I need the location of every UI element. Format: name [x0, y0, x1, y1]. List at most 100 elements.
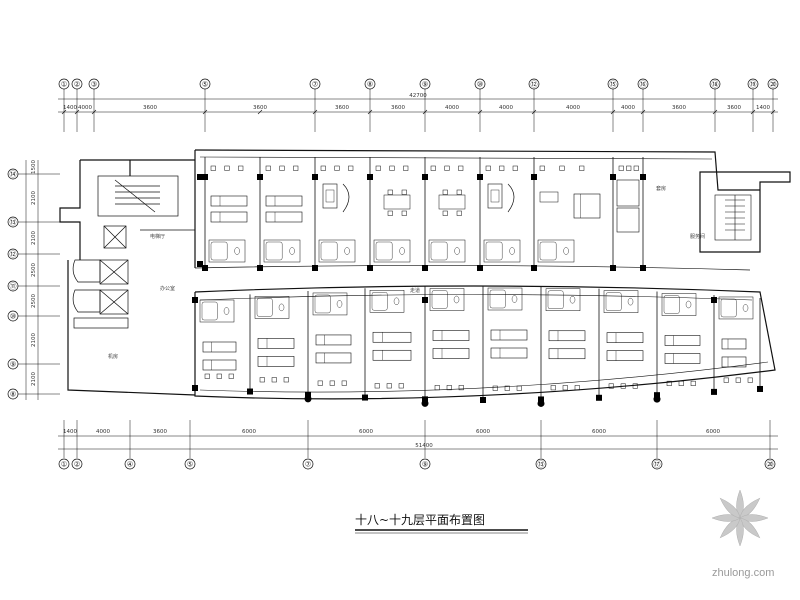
- axis-label-left: ⑬: [10, 219, 17, 227]
- dim-label-top: 1400: [756, 105, 770, 111]
- structural-column: [422, 265, 428, 271]
- drawing-title: 十八~十九层平面布置图: [355, 513, 485, 527]
- dim-label-top: 4000: [78, 105, 92, 111]
- dim-label-left: 2500: [31, 294, 37, 308]
- dim-label-bottom: 6000: [706, 429, 720, 435]
- structural-column: [757, 385, 763, 392]
- dim-label-top: 3600: [335, 105, 349, 111]
- dim-label-left: 2500: [31, 263, 37, 277]
- structural-column: [610, 265, 616, 271]
- watermark-logo: [711, 489, 769, 547]
- round-column: [537, 399, 545, 407]
- dim-label-bottom: 6000: [359, 429, 373, 435]
- structural-column: [202, 265, 208, 271]
- dim-total-bottom: 51400: [415, 443, 433, 449]
- dim-label-top: 4000: [566, 105, 580, 111]
- round-column: [653, 395, 661, 403]
- dim-label-left: 2100: [31, 372, 37, 386]
- axis-label-bottom: ④: [127, 461, 133, 469]
- machine-label: 机房: [108, 353, 118, 360]
- axis-label-left: ⑩: [10, 313, 16, 321]
- structural-column: [531, 265, 537, 271]
- dim-label-top: 3600: [143, 105, 157, 111]
- dim-label-top: 4000: [621, 105, 635, 111]
- lift-lobby-label: 电梯厅: [150, 233, 165, 240]
- axis-bubble-bottom: [651, 458, 663, 470]
- dim-label-bottom: 1400: [63, 429, 77, 435]
- dim-label-bottom: 3600: [153, 429, 167, 435]
- structural-column: [305, 391, 311, 398]
- axis-label-top: ⑱: [712, 81, 719, 89]
- structural-column: [257, 265, 263, 271]
- corridor-label: 走道: [410, 287, 420, 294]
- round-column: [304, 395, 312, 403]
- structural-column: [312, 174, 318, 180]
- structural-column: [422, 396, 428, 403]
- dim-label-left: 2100: [31, 191, 37, 205]
- axis-label-top: ③: [91, 81, 97, 89]
- axis-label-top: ⑲: [750, 81, 757, 89]
- lower-guest-rooms: [192, 286, 763, 407]
- structural-column: [422, 174, 428, 180]
- axis-label-bottom: ⑤: [187, 461, 193, 469]
- axis-label-top: ⑧: [367, 81, 373, 89]
- structural-column: [367, 265, 373, 271]
- stair-core-right: [714, 194, 752, 241]
- stair-core-left: [72, 175, 195, 329]
- structural-column: [197, 261, 203, 267]
- structural-column: [531, 174, 537, 180]
- axis-label-left: ⑪: [10, 283, 17, 291]
- axis-label-top: ⑯: [640, 81, 647, 89]
- building-outline: [59, 149, 791, 400]
- suite-label: 套房: [656, 185, 666, 192]
- dim-label-bottom: 6000: [242, 429, 256, 435]
- round-column: [421, 399, 429, 407]
- axis-bubble-bottom: [419, 458, 431, 470]
- dim-total-top: 42700: [409, 93, 427, 99]
- dim-label-top: 3600: [672, 105, 686, 111]
- structural-column: [477, 265, 483, 271]
- structural-column: [538, 396, 544, 403]
- structural-column: [711, 297, 717, 303]
- axis-label-left: ⑨: [10, 361, 16, 369]
- axis-bubble-bottom: [71, 458, 83, 470]
- axis-label-bottom: ②: [74, 461, 80, 469]
- dim-label-bottom: 4000: [96, 429, 110, 435]
- structural-column: [596, 394, 602, 401]
- structural-column: [711, 388, 717, 395]
- dim-label-left: 1500: [31, 160, 37, 174]
- axis-label-top: ⑩: [477, 81, 483, 89]
- axis-label-top: ⑫: [531, 81, 538, 89]
- structural-column: [192, 385, 198, 391]
- structural-column: [367, 174, 373, 180]
- axis-bubble-bottom: [184, 458, 196, 470]
- axis-label-top: ⑨: [422, 81, 428, 89]
- axis-label-left: ⑧: [10, 391, 16, 399]
- office-label: 办公室: [160, 285, 175, 292]
- axis-bubble-bottom: [58, 458, 70, 470]
- axis-bubble-bottom: [124, 458, 136, 470]
- structural-column: [654, 392, 660, 399]
- structural-column: [610, 174, 616, 180]
- watermark-text: zhulong.com: [712, 567, 774, 579]
- structural-column: [312, 265, 318, 271]
- dim-label-top: 3600: [727, 105, 741, 111]
- axis-label-bottom: ⑦: [305, 461, 311, 469]
- structural-column: [247, 388, 253, 395]
- dim-label-top: 4000: [445, 105, 459, 111]
- axis-label-left: ⑫: [10, 251, 17, 259]
- structural-column: [202, 174, 208, 180]
- structural-column: [422, 297, 428, 303]
- dim-label-top: 4000: [499, 105, 513, 111]
- dim-label-top: 1400: [63, 105, 77, 111]
- axis-bubble-bottom: [764, 458, 776, 470]
- axis-bubble-bottom: [535, 458, 547, 470]
- structural-column: [362, 394, 368, 401]
- dim-label-left: 2100: [31, 333, 37, 347]
- axis-label-top: ⑦: [312, 81, 318, 89]
- axis-label-top: ②: [74, 81, 80, 89]
